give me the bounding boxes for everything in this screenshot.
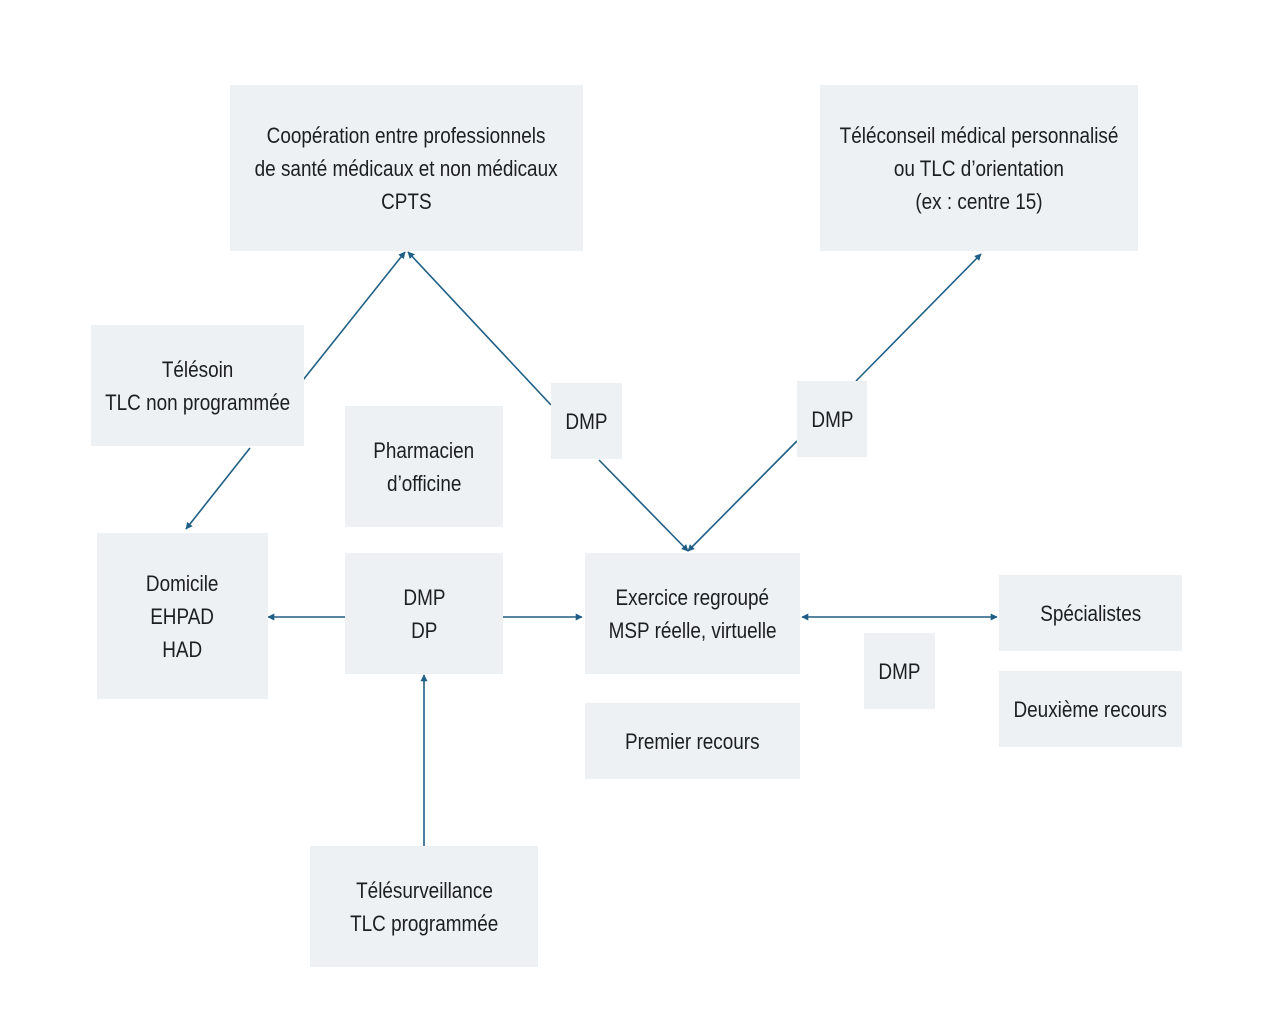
- dmp-dp-line1: DMP: [402, 584, 446, 610]
- dmp-bottom-box: DMP: [864, 633, 935, 709]
- arrow-dmp-right-to-exercice: [687, 440, 798, 552]
- domicile-line1: Domicile: [146, 570, 219, 596]
- specialistes-label: Spécialistes: [1040, 600, 1141, 626]
- telesurveillance-line1: Télésurveillance: [355, 877, 493, 903]
- arrow-dmp-to-teleconseil: [855, 253, 982, 382]
- specialistes-box: Spécialistes: [999, 575, 1182, 651]
- dmp-dp-box: DMP DP: [345, 553, 503, 674]
- teleconseil-line2: ou TLC d’orientation: [893, 155, 1065, 181]
- telesurveillance-line2: TLC programmée: [349, 910, 499, 936]
- teleconseil-line3: (ex : centre 15): [915, 188, 1043, 214]
- deuxieme-recours-box: Deuxième recours: [999, 671, 1182, 747]
- dmp-left-label: DMP: [565, 408, 608, 434]
- telesoin-box: Télésoin TLC non programmée: [91, 325, 304, 446]
- exercice-line1: Exercice regroupé: [615, 584, 770, 610]
- pharmacien-line2: d’officine: [386, 470, 462, 496]
- telesoin-line1: Télésoin: [161, 356, 234, 382]
- domicile-line2: EHPAD: [150, 603, 215, 629]
- pharmacien-line1: Pharmacien: [373, 437, 475, 463]
- deuxieme-recours-label: Deuxième recours: [1013, 696, 1168, 722]
- domicile-line3: HAD: [162, 636, 203, 662]
- arrow-telesoin-to-cooperation: [302, 251, 406, 381]
- dmp-right-label: DMP: [810, 406, 854, 432]
- dmp-bottom-label: DMP: [878, 658, 921, 684]
- teleconseil-box: Téléconseil médical personnalisé ou TLC …: [820, 85, 1138, 251]
- cooperation-line3: CPTS: [381, 188, 432, 214]
- dmp-right-box: DMP: [797, 381, 867, 457]
- premier-recours-box: Premier recours: [585, 703, 800, 779]
- pharmacien-box: Pharmacien d’officine: [345, 406, 503, 527]
- domicile-box: Domicile EHPAD HAD: [97, 533, 268, 699]
- dmp-dp-line2: DP: [410, 617, 438, 643]
- cooperation-line2: de santé médicaux et non médicaux: [255, 155, 558, 181]
- exercice-line2: MSP réelle, virtuelle: [608, 617, 777, 643]
- exercice-box: Exercice regroupé MSP réelle, virtuelle: [585, 553, 800, 674]
- arrow-telesoin-to-domicile: [185, 447, 251, 530]
- telesoin-line2: TLC non programmée: [104, 389, 291, 415]
- teleconseil-line1: Téléconseil médical personnalisé: [839, 122, 1119, 148]
- arrow-dmp-to-cooperation: [407, 251, 552, 406]
- cooperation-box: Coopération entre professionnels de sant…: [230, 85, 583, 251]
- arrow-dmp-to-exercice: [598, 459, 689, 552]
- cooperation-line1: Coopération entre professionnels: [267, 122, 546, 148]
- premier-recours-label: Premier recours: [625, 728, 760, 754]
- telesurveillance-box: Télésurveillance TLC programmée: [310, 846, 538, 967]
- dmp-left-box: DMP: [551, 383, 622, 459]
